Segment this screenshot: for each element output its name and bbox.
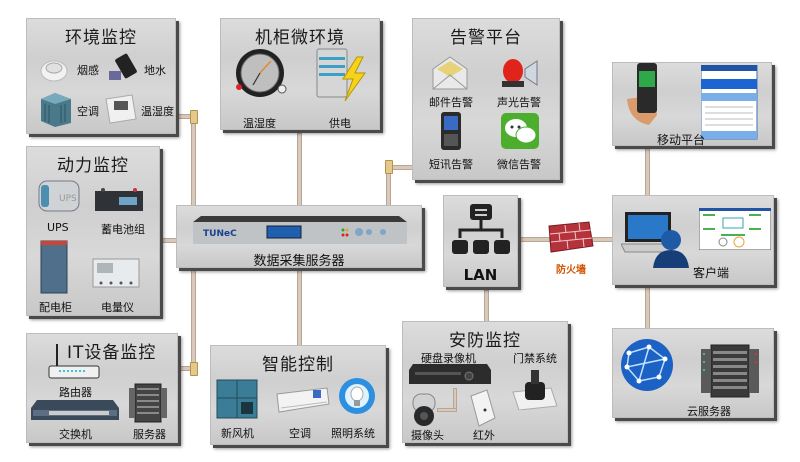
panel-title: IT设备监控: [67, 343, 157, 363]
gauge-icon: [233, 47, 289, 99]
label-power-supply: 供电: [329, 117, 351, 130]
label-water: 地水: [144, 64, 166, 77]
firewall-icon[interactable]: [545, 220, 595, 254]
wechat-icon: [501, 113, 539, 149]
label-sms-alarm: 短讯告警: [429, 158, 473, 171]
dome-camera-icon: [409, 392, 439, 428]
user-avatar-icon: [651, 228, 691, 268]
mobile-phone-icon: [439, 111, 463, 151]
lan-switch[interactable]: LAN: [443, 195, 518, 287]
ups-icon: UPS: [35, 177, 81, 215]
panel-title: 机柜微环境: [255, 28, 345, 48]
power-server-icon: [313, 47, 369, 105]
label-client: 客户端: [693, 266, 730, 280]
email-envelope-icon: [431, 55, 469, 91]
server-rack-icon: [127, 382, 169, 424]
wire-camera-h: [437, 408, 457, 412]
panel-title: 环境监控: [65, 28, 137, 48]
panel-it-monitoring: IT设备监控 路由器 交换机 服务器: [26, 333, 178, 443]
panel-power-monitoring: 动力监控 UPS UPS 蓄电池组 配电柜 电量仪: [26, 146, 160, 316]
label-access-control: 门禁系统: [513, 352, 557, 365]
label-wechat-alarm: 微信告警: [497, 158, 541, 171]
label-email-alarm: 邮件告警: [429, 96, 473, 109]
label-mobile-platform: 移动平台: [657, 133, 706, 147]
svg-text:TUNeC: TUNeC: [203, 229, 237, 239]
rack-server-icon: TUNeC: [191, 214, 409, 246]
label-camera: 摄像头: [411, 429, 444, 442]
smoke-detector-icon: [39, 55, 69, 83]
panel-rack-environment: 机柜微环境 温湿度 供电: [220, 18, 380, 130]
panel-title: 智能控制: [262, 355, 334, 375]
handheld-phone-icon: [625, 59, 665, 129]
wire-security: [484, 290, 489, 324]
panel-title: 安防监控: [449, 331, 521, 351]
wire-lan-firewall: [520, 237, 550, 242]
label-aircon: 空调: [77, 105, 99, 118]
panel-alarm-platform: 告警平台 邮件告警 声光告警 短讯告警 微信告警: [412, 18, 560, 180]
router-icon: [47, 342, 101, 382]
label-sound-light-alarm: 声光告警: [497, 96, 541, 109]
label-infrared: 红外: [473, 429, 495, 442]
thermo-hygrometer-icon: [104, 93, 138, 125]
access-control-lock-icon: [511, 368, 559, 410]
label-distribution-cabinet: 配电柜: [39, 301, 72, 314]
wire-dvr-camera: [453, 388, 457, 410]
dashboard-screenshot-icon: [699, 208, 771, 250]
label-dvr: 硬盘录像机: [421, 352, 476, 365]
laptop-icon: [621, 210, 675, 258]
data-collection-server[interactable]: TUNeC 数据采集服务器: [176, 205, 422, 269]
label-lighting: 照明系统: [331, 427, 375, 440]
air-conditioner-unit-icon: [37, 89, 73, 127]
split-air-conditioner-icon: [275, 386, 331, 414]
svg-text:UPS: UPS: [59, 194, 77, 204]
panel-client: 客户端: [612, 195, 774, 285]
label-smart-aircon: 空调: [289, 427, 311, 440]
label-ups: UPS: [47, 221, 69, 234]
label-rack-temp-humidity: 温湿度: [243, 117, 276, 130]
panel-cloud-server: 云服务器: [612, 328, 774, 418]
label-fresh-air: 新风机: [221, 427, 254, 440]
label-data-server: 数据采集服务器: [253, 254, 345, 269]
wire-smart: [297, 268, 302, 346]
globe-network-icon: [619, 337, 675, 393]
label-router: 路由器: [59, 386, 92, 399]
label-battery-bank: 蓄电池组: [101, 223, 145, 236]
panel-security-monitoring: 安防监控 硬盘录像机 门禁系统 摄像头 红外: [402, 321, 568, 443]
label-power-meter: 电量仪: [101, 301, 134, 314]
panel-mobile-platform: 移动平台: [612, 59, 772, 147]
distribution-cabinet-icon: [39, 239, 69, 295]
power-meter-icon: [91, 255, 141, 293]
wire-joint-alarm: [385, 160, 393, 174]
label-smoke: 烟感: [77, 64, 99, 77]
network-switch-icon: [29, 398, 121, 422]
panel-title: 动力监控: [57, 156, 129, 176]
water-leak-sensor-icon: [107, 53, 139, 83]
mobile-browser-screenshot-icon: [701, 65, 759, 141]
siren-horn-icon: [499, 55, 541, 91]
server-cluster-icon: [699, 343, 761, 399]
wire-rack: [297, 133, 302, 209]
label-lan: LAN: [463, 266, 498, 284]
label-firewall: 防火墙: [556, 265, 586, 276]
wire-joint-env: [190, 110, 198, 124]
wire-joint-it: [190, 362, 198, 376]
label-switch: 交换机: [59, 428, 92, 441]
panel-smart-control: 智能控制 新风机 空调 照明系统: [210, 345, 386, 445]
label-temp-humidity: 温湿度: [141, 105, 174, 118]
dvr-icon: [407, 362, 491, 388]
battery-bank-icon: [93, 187, 145, 213]
fresh-air-unit-icon: [215, 376, 261, 420]
label-cloud-server: 云服务器: [687, 405, 731, 418]
panel-environment-monitoring: 环境监控 烟感 地水 空调 温湿度: [26, 18, 176, 134]
network-topology-icon: [450, 202, 512, 264]
lighting-bulb-icon: [337, 376, 377, 418]
label-server: 服务器: [133, 428, 166, 441]
panel-title: 告警平台: [450, 28, 522, 48]
infrared-sensor-icon: [467, 388, 499, 428]
